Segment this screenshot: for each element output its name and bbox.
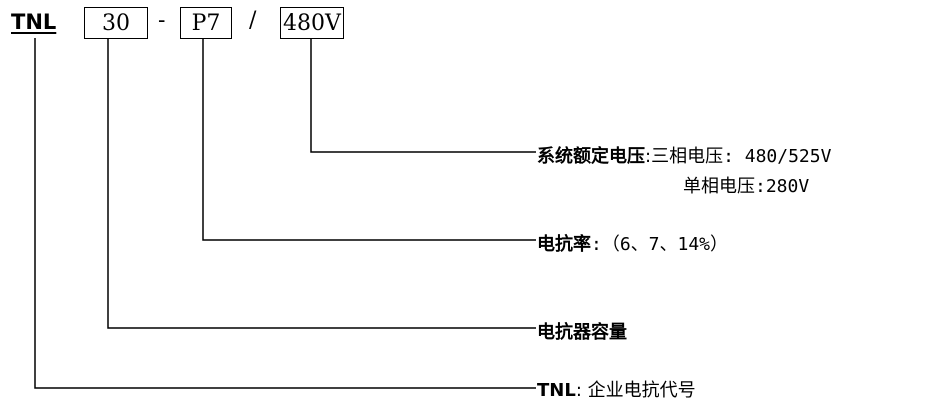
- capacity-connector: [107, 39, 536, 329]
- slash-separator: /: [249, 8, 257, 33]
- voltage-connector: [310, 39, 536, 153]
- prefix-value: : 企业电抗代号: [575, 380, 696, 401]
- voltage-single-phase-label: 单相电压:280V: [683, 172, 809, 198]
- voltage-title-sep: :: [645, 146, 652, 167]
- voltage-single-phase: 单相电压:280V: [683, 176, 810, 197]
- reactance-label: 电抗率:（6、7、14%）: [537, 230, 728, 256]
- voltage-title: 系统额定电压: [537, 146, 645, 167]
- voltage-label: 系统额定电压:三相电压: 480/525V: [537, 142, 831, 168]
- voltage-box: 480V: [280, 7, 344, 39]
- prefix-title: TNL: [537, 380, 576, 401]
- capacity-box: 30: [84, 7, 148, 39]
- reactance-box: P7: [180, 7, 232, 39]
- reactance-title: 电抗率: [537, 234, 591, 255]
- reactance-connector: [202, 39, 536, 241]
- prefix-connector: [34, 38, 536, 389]
- reactance-value: :（6、7、14%）: [591, 234, 729, 255]
- dash-separator: -: [158, 8, 166, 33]
- capacity-label: 电抗器容量: [537, 318, 627, 344]
- capacity-title: 电抗器容量: [537, 322, 627, 343]
- prefix-label: TNL: 企业电抗代号: [537, 376, 696, 402]
- model-prefix: TNL: [11, 10, 57, 34]
- voltage-three-phase: 三相电压: 480/525V: [651, 146, 832, 167]
